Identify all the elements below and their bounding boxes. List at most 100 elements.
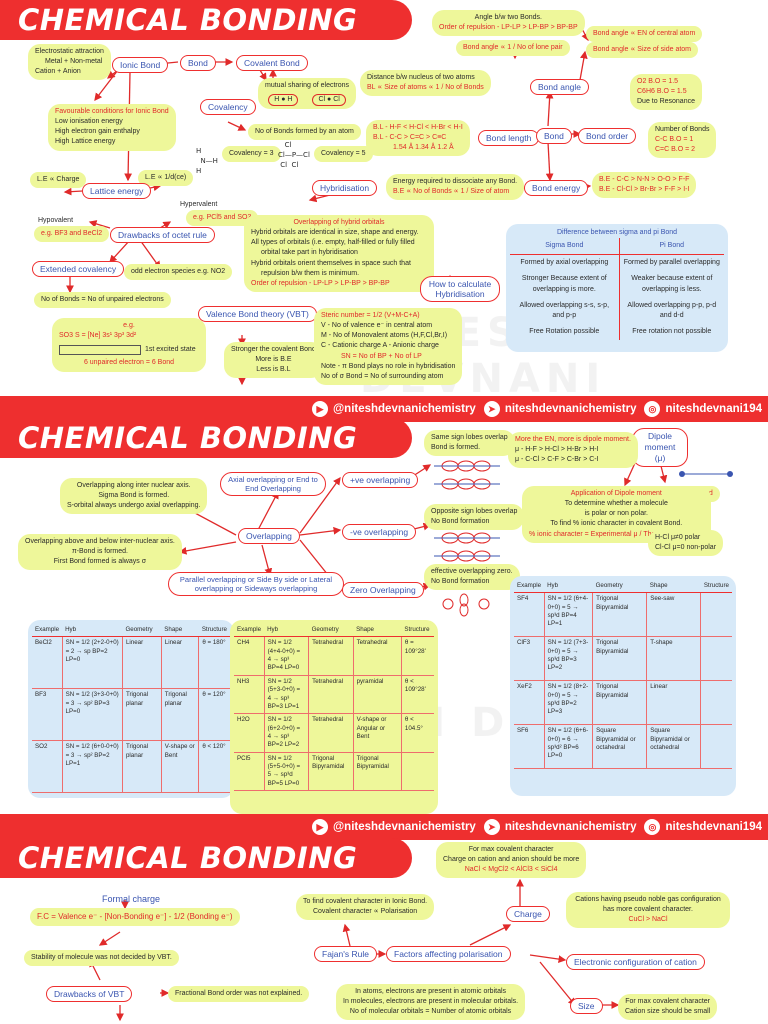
bond-angle-lone-pair: Bond angle ∝ 1 / No of lone pair bbox=[456, 40, 570, 57]
fajans-purpose: To find covalent character in Ionic Bond… bbox=[296, 894, 435, 921]
electronic-configuration-node: Electronic configuration of cation bbox=[566, 954, 705, 970]
parallel-overlapping-node: Parallel overlapping or Side By side or … bbox=[168, 572, 344, 596]
negative-overlapping-node: -ve overlapping bbox=[342, 524, 417, 540]
bond-angle-node: Bond angle bbox=[530, 79, 590, 95]
charge-rule: For max covalent character Charge on cat… bbox=[436, 842, 587, 879]
hypovalent-label: Hypovalent bbox=[38, 217, 74, 224]
bond-energy-series: B.E - C-C > N-N > O-O > F-F B.E - Cl-Cl … bbox=[592, 172, 697, 199]
pseudo-noble-gas-note: Cations having pseudo noble gas configur… bbox=[566, 892, 730, 929]
formal-charge-title: Formal charge bbox=[102, 894, 161, 904]
hypervalent-example: e.g. PCl5 and SO3 bbox=[186, 210, 259, 227]
section-banner: CHEMICAL BONDING bbox=[0, 0, 412, 40]
telegram-handle[interactable]: niteshdevnanichemistry bbox=[504, 403, 637, 415]
effective-zero-note: effective overlapping zero. No Bond form… bbox=[424, 564, 520, 591]
vbt-node: Valence Bond theory (VBT) bbox=[198, 306, 317, 322]
molecular-orbital-note: In atoms, electrons are present in atomi… bbox=[336, 984, 526, 1021]
size-node: Size bbox=[570, 998, 603, 1014]
instagram-handle[interactable]: niteshdevnani194 bbox=[665, 403, 762, 415]
covalency5-label: Covalency = 5 bbox=[314, 146, 373, 163]
factors-affecting-node: Factors affecting polarisation bbox=[386, 946, 511, 962]
polar-nonpolar: H-Cl μ≠0 polar Cl-Cl μ=0 non-polar bbox=[648, 530, 724, 557]
ionic-properties: Electrostatic attraction Metal + Non-met… bbox=[28, 44, 111, 81]
hybridisation-rules: Overlapping of hybrid orbitals Hybrid or… bbox=[244, 215, 434, 292]
fajans-rule-node: Fajan's Rule bbox=[314, 946, 377, 962]
telegram-icon: ➤ bbox=[483, 401, 500, 417]
bond-angle-size: Bond angle ∝ Size of side atom bbox=[586, 42, 699, 59]
telegram-icon: ➤ bbox=[483, 819, 500, 835]
social-links: ▶ @niteshdevnanichemistry ➤ niteshdevnanic… bbox=[311, 814, 762, 840]
steric-number: Steric number = 1/2 (V+M-C+A) V - No of … bbox=[314, 308, 463, 385]
covalency-definition: No of Bonds formed by an atom bbox=[248, 124, 361, 141]
zero-overlapping-node: Zero Overlapping bbox=[342, 582, 424, 598]
dipole-series: More the EN, more is dipole moment. μ - … bbox=[508, 432, 638, 469]
covalency3-label: Covalency = 3 bbox=[222, 146, 281, 163]
overlapping-node: Overlapping bbox=[238, 528, 300, 544]
sigma-pi-difference: Difference between sigma and pi Bond Sig… bbox=[506, 224, 728, 352]
youtube-icon: ▶ bbox=[311, 401, 328, 417]
how-to-calculate-hybridisation: How to calculate Hybridisation bbox=[420, 276, 500, 302]
zero-overlap-diagram bbox=[436, 592, 506, 623]
charge-node: Charge bbox=[506, 906, 550, 922]
positive-overlap-diagram bbox=[432, 458, 502, 499]
bond-center-node: Bond bbox=[536, 128, 572, 144]
formal-charge-formula: F.C = Valence e⁻ - [Non-Bonding e⁻] - 1/… bbox=[30, 908, 240, 926]
hybridisation-node: Hybridisation bbox=[312, 180, 378, 196]
bond-angle-en: Bond angle ∝ EN of central atom bbox=[586, 26, 703, 43]
bond-energy-node: Bond energy bbox=[524, 180, 589, 196]
dipole-moment-node: Dipole moment (μ) bbox=[632, 428, 688, 468]
mutual-sharing-note: mutual sharing of electrons H ● H Cl ● C… bbox=[258, 78, 357, 110]
covalent-bond-node: Covalent Bond bbox=[236, 55, 308, 71]
fractional-bond-order-note: Fractional Bond order was not explained. bbox=[168, 986, 310, 1003]
vbt-consequences: Stronger the covalent Bond More is B.E L… bbox=[224, 342, 323, 379]
youtube-handle[interactable]: @niteshdevnanichemistry bbox=[332, 821, 476, 833]
resonance-bond-order: O2 B.O = 1.5 C6H6 B.O = 1.5 Due to Reson… bbox=[630, 74, 702, 111]
odd-electron-species: odd electron species e.g. NO2 bbox=[124, 264, 233, 281]
le-formula: L.E ∝ 1/d(ce) bbox=[138, 170, 194, 187]
youtube-icon: ▶ bbox=[311, 819, 328, 835]
social-links: ▶ @niteshdevnanichemistry ➤ niteshdevnanic… bbox=[311, 396, 762, 422]
bond-order-node: Bond order bbox=[578, 128, 637, 144]
hypervalent-label: Hypervalent bbox=[180, 201, 218, 208]
social-bar bbox=[0, 396, 768, 422]
so3-configuration: e.g. SO3 S = [Ne] 3s¹ 3p³ 3d² 1st excite… bbox=[52, 318, 206, 372]
same-sign-note: Same sign lobes overlap Bond is formed. bbox=[424, 430, 515, 457]
bond-length-definition: Distance b/w nucleus of two atoms BL ∝ S… bbox=[360, 70, 491, 97]
drawbacks-octet-node: Drawbacks of octet rule bbox=[110, 227, 215, 243]
favourable-conditions: Favourable conditions for Ionic Bond Low… bbox=[48, 104, 176, 151]
stability-note: Stability of molecule was not decided by… bbox=[24, 950, 179, 967]
youtube-handle[interactable]: @niteshdevnanichemistry bbox=[332, 403, 476, 415]
angle-definition: Angle b/w two Bonds. Order of repulsion … bbox=[432, 10, 585, 37]
social-bar bbox=[0, 814, 768, 840]
positive-overlapping-node: +ve overlapping bbox=[342, 472, 419, 488]
telegram-handle[interactable]: niteshdevnanichemistry bbox=[504, 821, 637, 833]
dipole-diagram bbox=[676, 466, 736, 487]
ionic-bond-node: Ionic Bond bbox=[112, 57, 169, 73]
hypovalent-example: e.g. BF3 and BeCl2 bbox=[34, 226, 110, 243]
instagram-icon: ◎ bbox=[644, 401, 661, 417]
axial-description: Overlapping along inter nuclear axis. Si… bbox=[60, 478, 208, 515]
instagram-handle[interactable]: niteshdevnani194 bbox=[665, 821, 762, 833]
instagram-icon: ◎ bbox=[644, 819, 661, 835]
le-charge: L.E ∝ Charge bbox=[30, 172, 87, 189]
bond-length-series: B.L - H-F < H-Cl < H-Br < H-I B.L - C-C … bbox=[366, 120, 470, 157]
drawbacks-vbt-node: Drawbacks of VBT bbox=[46, 986, 133, 1002]
section-banner: CHEMICAL BONDING bbox=[0, 838, 412, 878]
bond-energy-definition: Energy required to dissociate any Bond. … bbox=[386, 174, 525, 201]
section-banner: CHEMICAL BONDING bbox=[0, 418, 412, 458]
no-of-bonds-unpaired: No of Bonds = No of unpaired electrons bbox=[34, 292, 171, 309]
parallel-description: Overlapping above and below inter-nuclea… bbox=[18, 534, 182, 571]
